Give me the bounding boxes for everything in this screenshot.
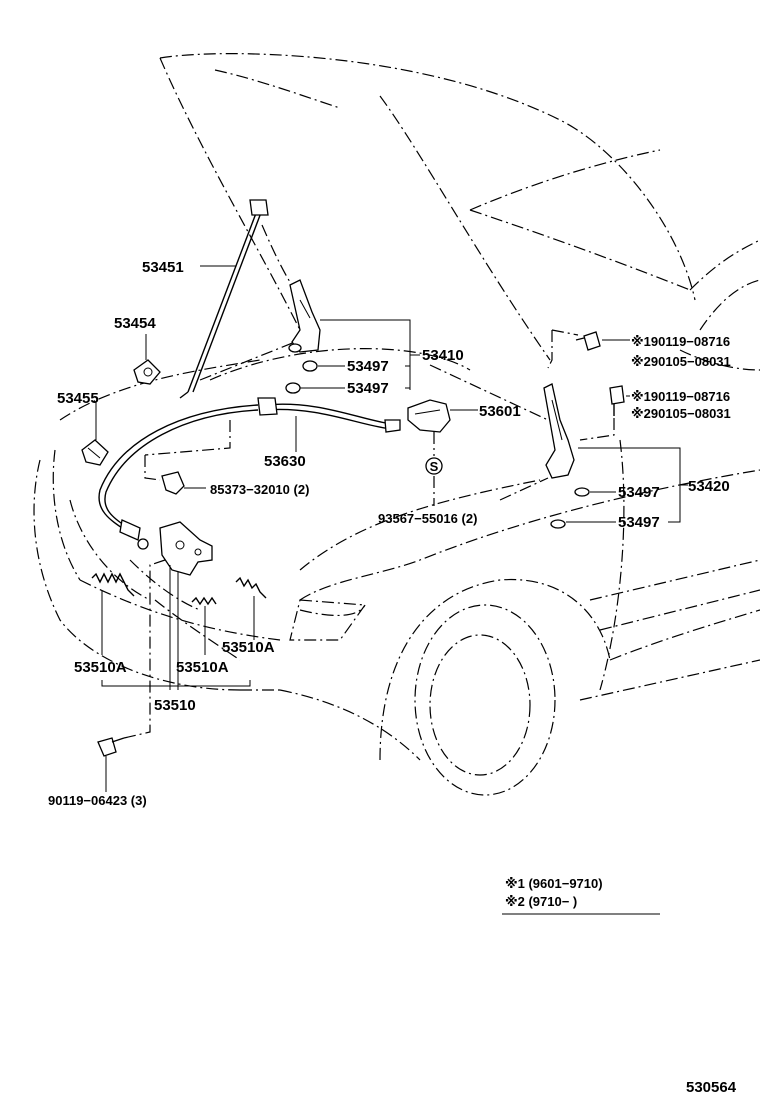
label-53510: 53510	[154, 697, 196, 714]
part-labels: 53451 53454 53455 53410 53497 53497 5363…	[48, 259, 731, 808]
label-53455: 53455	[57, 390, 99, 407]
label-53630: 53630	[264, 453, 306, 470]
label-53420: 53420	[688, 478, 730, 495]
label-93567: 93567−55016 (2)	[378, 511, 477, 526]
holder-53455	[81, 439, 109, 466]
label-53451: 53451	[142, 259, 184, 276]
release-cable-53630	[98, 397, 401, 550]
grommet-53454	[133, 359, 161, 385]
figure-number: 530564	[686, 1079, 737, 1096]
hinge-right-53420	[543, 383, 590, 529]
bolt-90119-06423	[97, 559, 166, 757]
bolt-right-lower	[609, 385, 625, 416]
bolt-right-upper	[575, 331, 601, 351]
label-53510A-b: 53510A	[176, 659, 229, 676]
clamp-85373	[144, 420, 231, 495]
label-90119-08716-a: ※190119−08716	[631, 334, 730, 349]
hood-lock-53510	[159, 521, 213, 576]
label-53410: 53410	[422, 347, 464, 364]
legend-row-1: ※1 (9601−9710)	[505, 876, 603, 891]
label-53497-b: 53497	[347, 380, 389, 397]
label-90105-08031-b: ※290105−08031	[631, 406, 731, 421]
label-53497-a: 53497	[347, 358, 389, 375]
label-53497-d: 53497	[618, 514, 660, 531]
catch-53601	[407, 399, 451, 433]
legend: ※1 (9601−9710) ※2 (9710− )	[502, 876, 660, 915]
label-53601: 53601	[479, 403, 521, 420]
spring-53510A-center	[191, 596, 217, 606]
spring-53510A-left	[91, 572, 135, 597]
leader-lines	[95, 265, 688, 792]
label-90119-08716-b: ※190119−08716	[631, 389, 730, 404]
label-53510A-a: 53510A	[74, 659, 127, 676]
label-53497-c: 53497	[618, 484, 660, 501]
spring-53510A-right	[235, 576, 267, 599]
hinge-left-53410	[285, 279, 321, 394]
label-53510A-c: 53510A	[222, 639, 275, 656]
label-90119-06423: 90119−06423 (3)	[48, 793, 147, 808]
s-symbol-circle	[425, 457, 443, 475]
label-53454: 53454	[114, 315, 156, 332]
label-90105-08031-a: ※290105−08031	[631, 354, 731, 369]
legend-row-2: ※2 (9710− )	[505, 894, 577, 909]
s-symbol-label: S	[430, 459, 439, 474]
hood-support-rod	[179, 199, 269, 399]
label-85373: 85373−32010 (2)	[210, 482, 309, 497]
